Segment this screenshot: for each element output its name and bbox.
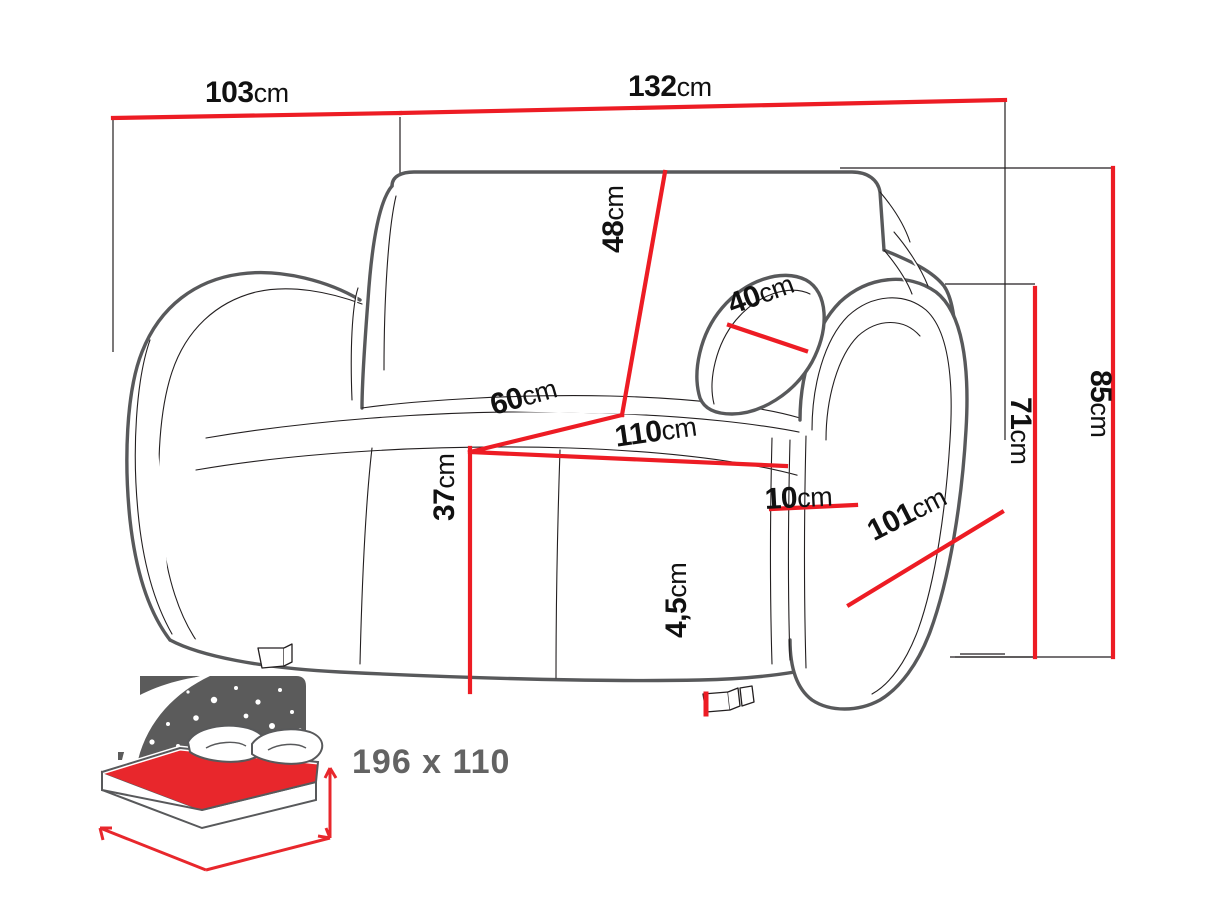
dimension-label-armrest-width: 10cm — [763, 481, 833, 516]
dimension-label-armrest-height: 71cm — [1004, 397, 1037, 465]
dimension-value: 71 — [1004, 397, 1037, 430]
mattress-dimension-arrows — [98, 767, 338, 872]
dimension-value: 4,5 — [660, 597, 693, 638]
dimension-value: 10 — [763, 481, 798, 516]
dimension-unit: cm — [796, 481, 833, 514]
dimension-label-depth-top: 103cm — [205, 78, 289, 108]
dimension-label-total-height: 85cm — [1084, 370, 1117, 438]
mattress-icon — [100, 724, 324, 830]
dimension-value: 132 — [628, 70, 677, 103]
dimension-label-backrest-height: 48cm — [597, 185, 630, 253]
dimension-unit: cm — [676, 72, 713, 102]
sleeping-area-size-label: 196 x 110 — [352, 743, 511, 781]
dimension-label-leg-height: 4,5cm — [660, 562, 693, 638]
dimension-lines — [110, 97, 1116, 717]
dimension-value: 85 — [1084, 370, 1117, 403]
dimension-unit: cm — [662, 562, 692, 598]
dimension-value: 110 — [612, 414, 664, 454]
dimension-value: 48 — [597, 220, 630, 253]
dimension-unit: cm — [1085, 402, 1115, 438]
dimension-unit: cm — [599, 185, 629, 221]
dimension-value: 37 — [428, 488, 461, 521]
dimension-label-width-top: 132cm — [628, 72, 712, 102]
sofa-outline — [125, 170, 969, 711]
sofa-feet — [257, 643, 755, 713]
dimension-unit: cm — [659, 411, 699, 447]
dimension-unit: cm — [253, 78, 290, 108]
dimension-value: 103 — [205, 76, 254, 109]
dimension-unit: cm — [430, 453, 460, 489]
dimension-label-seat-height: 37cm — [428, 453, 461, 521]
dimension-unit: cm — [1005, 429, 1035, 465]
